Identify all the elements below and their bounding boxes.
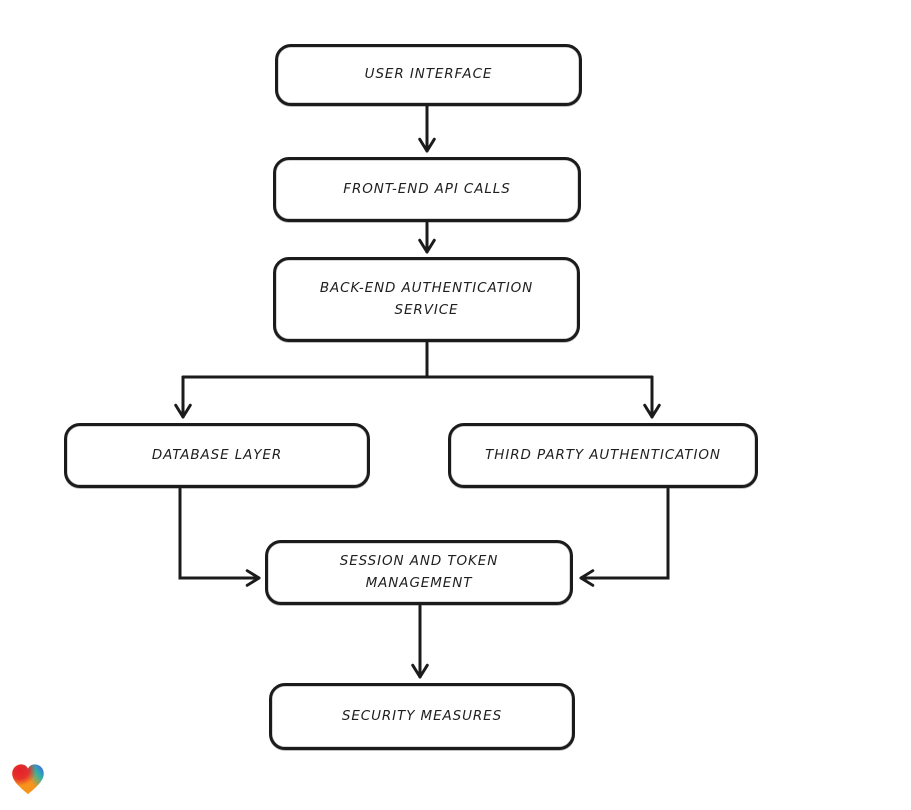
edge-database-to-session [178,487,261,587]
edge-thirdparty-to-session [579,487,670,587]
gradient-heart-icon[interactable] [10,762,46,796]
node-security-measures-label: SECURITY MEASURES [341,707,503,724]
node-user-interface-label: USER INTERFACE [364,66,493,83]
node-front-end-api-calls-label: FRONT-END API CALLS [343,180,511,197]
node-user-interface: USER INTERFACE [275,44,582,106]
node-back-end-auth-service: BACK-END AUTHENTICATION SERVICE [273,257,580,342]
node-session-token-management-label: SESSION AND TOKEN MANAGEMENT [339,552,499,591]
node-security-measures: SECURITY MEASURES [269,683,575,750]
node-back-end-auth-service-label: BACK-END AUTHENTICATION SERVICE [319,279,534,318]
node-session-token-management: SESSION AND TOKEN MANAGEMENT [265,540,573,605]
node-database-layer: DATABASE LAYER [64,423,370,488]
node-third-party-authentication: THIRD PARTY AUTHENTICATION [448,423,758,488]
node-database-layer-label: DATABASE LAYER [151,446,283,463]
node-third-party-authentication-label: THIRD PARTY AUTHENTICATION [485,446,721,463]
node-front-end-api-calls: FRONT-END API CALLS [273,157,581,222]
